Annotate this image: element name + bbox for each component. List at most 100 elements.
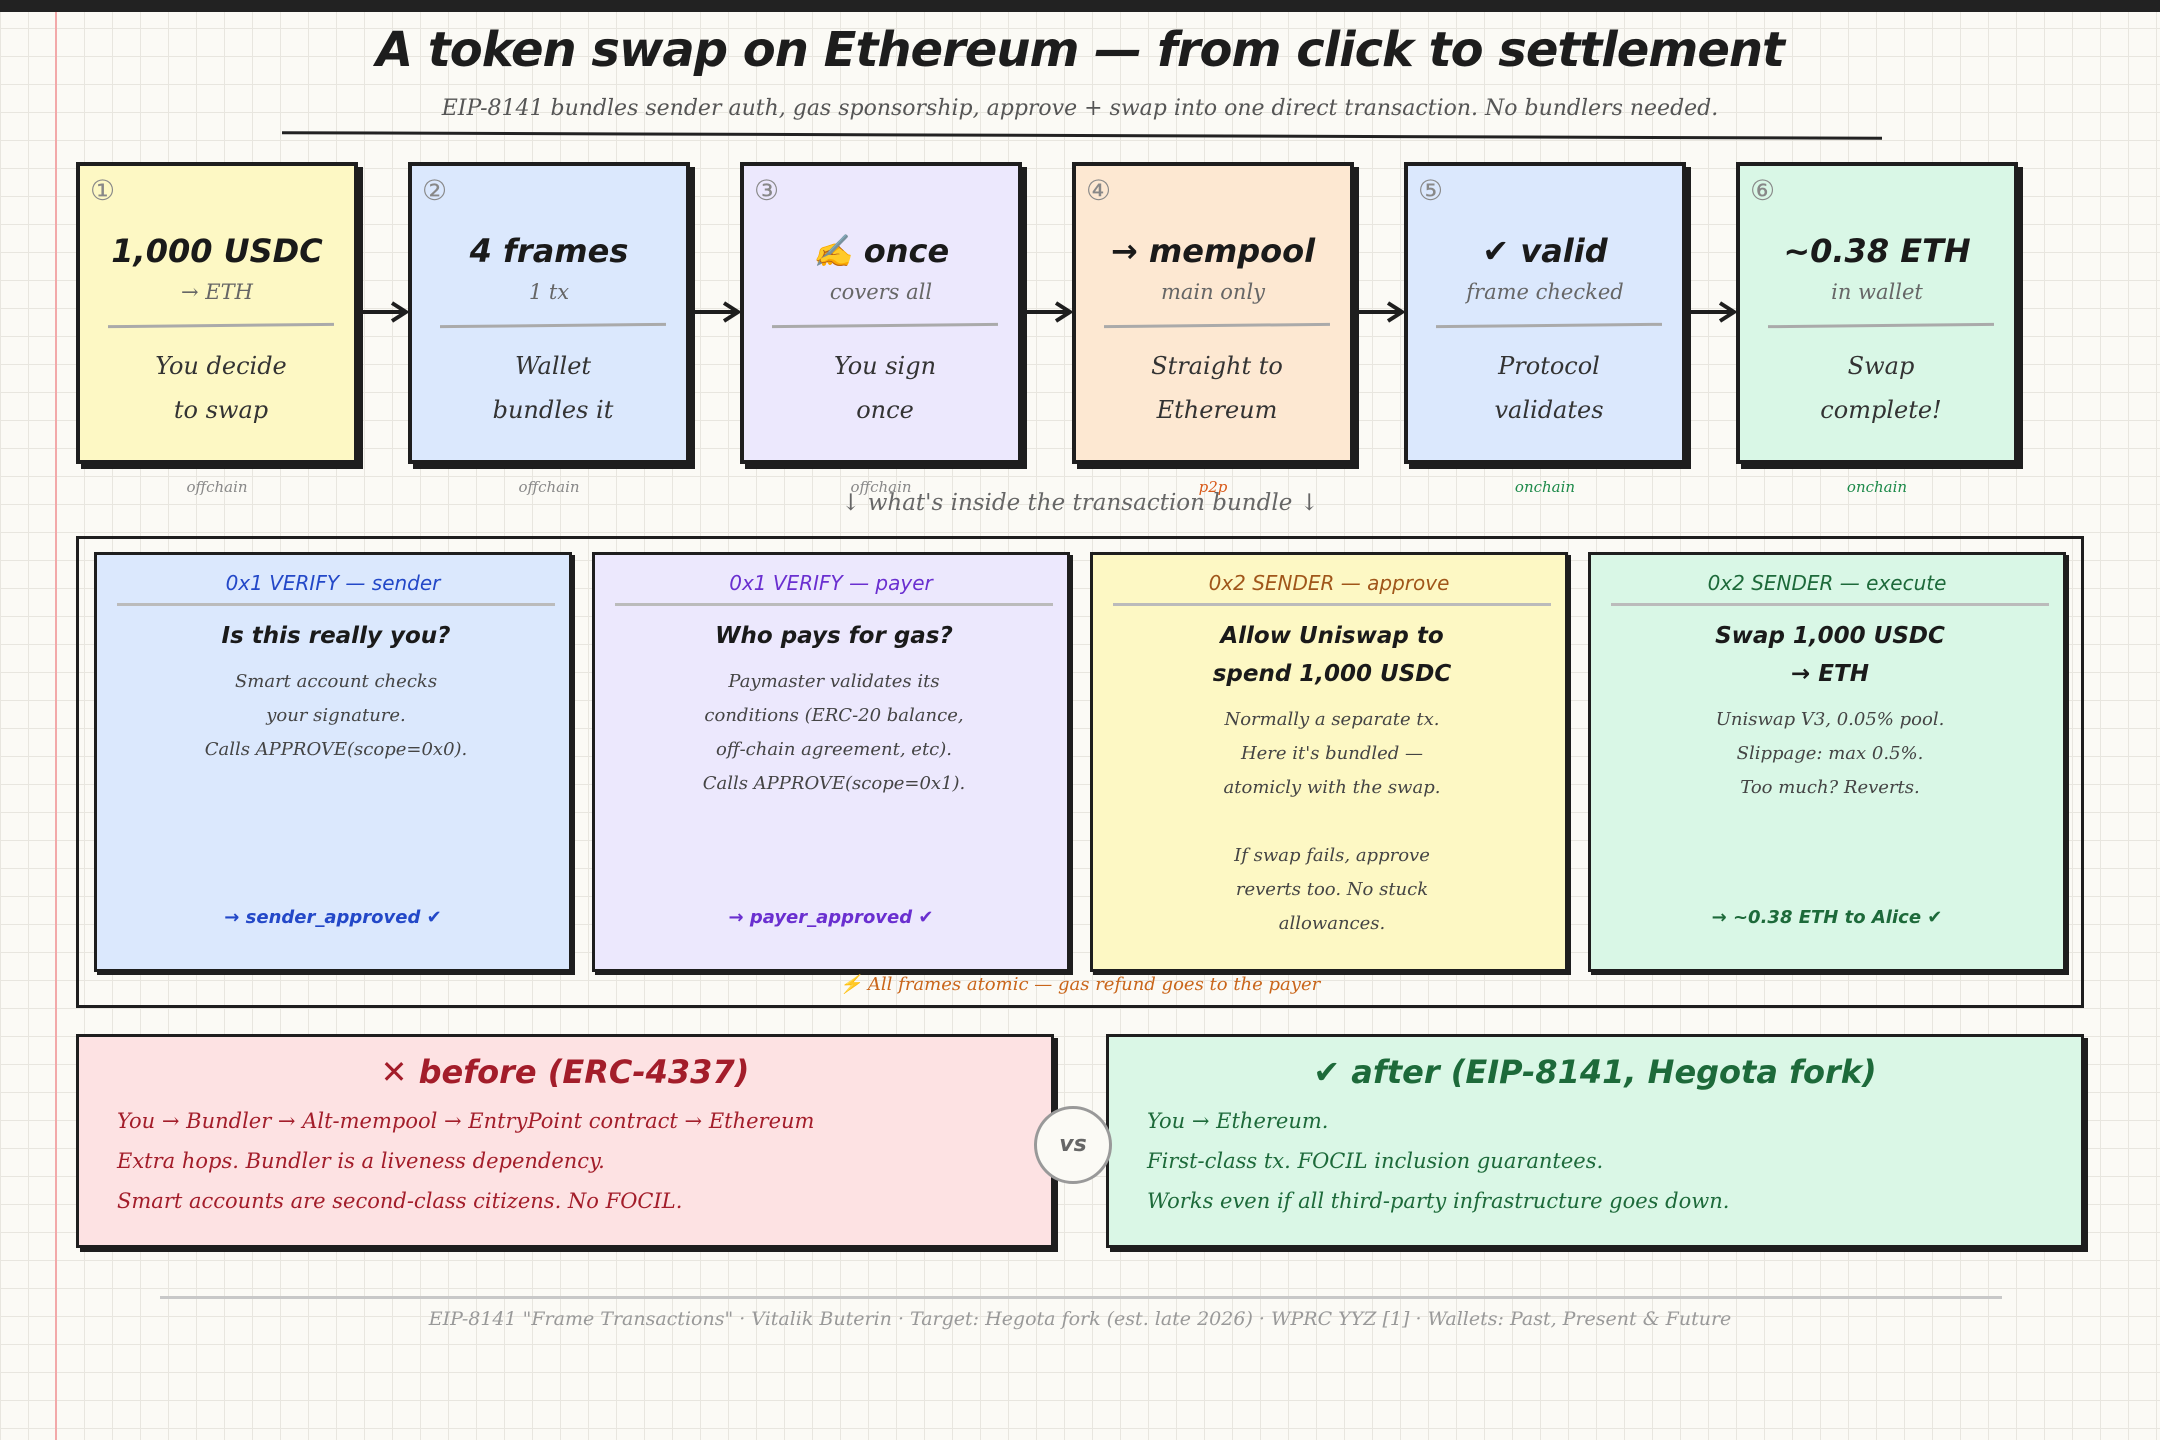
- step-card-2: ② 4 frames 1 tx Wallet bundles it: [408, 162, 690, 464]
- step-description-line: You sign: [833, 352, 937, 380]
- step-caption: main only: [1160, 280, 1266, 304]
- after-lines: You → Ethereum. First-class tx. FOCIL in…: [1147, 1101, 1729, 1221]
- step-description-line: to swap: [173, 396, 269, 424]
- margin-line: [55, 12, 57, 1440]
- frame-question-line: Allow Uniswap to: [1220, 623, 1444, 649]
- frame-body-line: If swap fails, approve: [1234, 845, 1430, 866]
- frame-body-line: Calls APPROVE(scope=0x1).: [702, 773, 966, 794]
- bundle-footnote: ⚡ All frames atomic — gas refund goes to…: [839, 974, 1321, 995]
- step-caption: 1 tx: [528, 280, 570, 304]
- frame-verify-sender: 0x1 VERIFY — sender Is this really you? …: [94, 552, 572, 972]
- step-description-line: Swap: [1847, 352, 1915, 380]
- frame-body-line: your signature.: [266, 705, 406, 726]
- frame-question: Is this really you?: [117, 617, 555, 655]
- frame-question: Swap 1,000 USDC → ETH: [1611, 617, 2049, 693]
- frame-body: Paymaster validates its conditions (ERC-…: [615, 665, 1053, 801]
- frame-body: Smart account checks your signature. Cal…: [117, 665, 555, 767]
- step-description-line: Protocol: [1498, 352, 1600, 380]
- frame-verify-payer: 0x1 VERIFY — payer Who pays for gas? Pay…: [592, 552, 1070, 972]
- frame-question-line: Is this really you?: [221, 623, 451, 649]
- step-tag: onchain: [1514, 478, 1576, 496]
- step-description: Wallet bundles it: [432, 344, 674, 432]
- after-title: ✔ after (EIP-8141, Hegota fork): [1313, 1053, 1877, 1091]
- frame-sender-execute: 0x2 SENDER — execute Swap 1,000 USDC → E…: [1588, 552, 2066, 972]
- step-description-line: Straight to: [1151, 352, 1283, 380]
- frame-body-line: Slippage: max 0.5%.: [1736, 743, 1924, 764]
- frame-heading: 0x2 SENDER — approve: [1208, 571, 1450, 595]
- step-description: Straight to Ethereum: [1096, 344, 1338, 432]
- step-divider: [1767, 322, 1995, 329]
- step-caption: → ETH: [181, 280, 253, 304]
- frame-divider: [1113, 603, 1551, 606]
- frame-question-line: → ETH: [1791, 661, 1869, 687]
- step-description: Swap complete!: [1760, 344, 2002, 432]
- step-description: Protocol validates: [1428, 344, 1670, 432]
- step-number: ①: [90, 174, 116, 207]
- step-description-line: Ethereum: [1156, 396, 1278, 424]
- step-divider: [439, 322, 667, 329]
- frame-body-line: reverts too. No stuck: [1235, 879, 1429, 900]
- frame-body-line: off-chain agreement, etc).: [715, 739, 952, 760]
- step-card-1: ① 1,000 USDC → ETH You decide to swap: [76, 162, 358, 464]
- page-title: A token swap on Ethereum — from click to…: [375, 22, 1785, 78]
- before-line: Smart accounts are second-class citizens…: [117, 1189, 683, 1213]
- before-line: You → Bundler → Alt-mempool → EntryPoint…: [117, 1109, 815, 1133]
- step-headline: → mempool: [1110, 232, 1316, 270]
- frame-sender-approve: 0x2 SENDER — approve Allow Uniswap to sp…: [1090, 552, 1568, 972]
- frame-body-line: [1113, 805, 1551, 839]
- step-headline: ~0.38 ETH: [1783, 232, 1971, 270]
- before-panel: ✕ before (ERC-4337) You → Bundler → Alt-…: [76, 1034, 1054, 1248]
- step-headline: 1,000 USDC: [111, 232, 323, 270]
- frame-divider: [615, 603, 1053, 606]
- step-divider: [771, 322, 999, 329]
- step-description-line: complete!: [1820, 396, 1942, 424]
- transaction-bundle: [76, 536, 2084, 1008]
- frame-body-line: Calls APPROVE(scope=0x0).: [204, 739, 468, 760]
- step-caption: frame checked: [1466, 280, 1624, 304]
- frame-question-line: spend 1,000 USDC: [1212, 661, 1452, 687]
- frame-question: Who pays for gas?: [615, 617, 1053, 655]
- step-headline: ✔ valid: [1482, 232, 1608, 270]
- footer-divider: [160, 1296, 2002, 1299]
- frame-body-line: Smart account checks: [234, 671, 438, 692]
- step-tag: onchain: [1846, 478, 1908, 496]
- frame-heading: 0x2 SENDER — execute: [1707, 571, 1947, 595]
- step-description-line: bundles it: [492, 396, 614, 424]
- step-number: ⑤: [1418, 174, 1444, 207]
- step-number: ②: [422, 174, 448, 207]
- before-line: Extra hops. Bundler is a liveness depend…: [117, 1149, 605, 1173]
- frame-body-line: atomicly with the swap.: [1223, 777, 1441, 798]
- arrow-right-icon: [1024, 301, 1074, 323]
- arrow-right-icon: [1688, 301, 1738, 323]
- step-divider: [1435, 322, 1663, 329]
- frame-body-line: Paymaster validates its: [728, 671, 940, 692]
- step-number: ④: [1086, 174, 1112, 207]
- step-tag: offchain: [850, 478, 912, 496]
- step-divider: [1103, 322, 1331, 329]
- step-description: You decide to swap: [100, 344, 342, 432]
- frame-divider: [117, 603, 555, 606]
- frame-body-line: Uniswap V3, 0.05% pool.: [1715, 709, 1945, 730]
- bundle-label: ↓ what's inside the transaction bundle ↓: [841, 490, 1319, 516]
- step-description: You sign once: [764, 344, 1006, 432]
- after-line: Works even if all third-party infrastruc…: [1147, 1189, 1730, 1213]
- arrow-right-icon: [1356, 301, 1406, 323]
- step-headline: ✍️ once: [812, 232, 950, 270]
- step-divider: [107, 322, 335, 329]
- footer-credits: EIP-8141 "Frame Transactions" · Vitalik …: [428, 1308, 1732, 1330]
- step-tag: offchain: [186, 478, 248, 496]
- before-lines: You → Bundler → Alt-mempool → EntryPoint…: [117, 1101, 814, 1221]
- before-title: ✕ before (ERC-4337): [380, 1053, 750, 1091]
- frame-question-line: Who pays for gas?: [715, 623, 953, 649]
- frame-result: → sender_approved ✔: [224, 907, 442, 928]
- step-description-line: once: [856, 396, 914, 424]
- step-caption: in wallet: [1831, 280, 1923, 304]
- title-underline: [281, 131, 1883, 146]
- after-line: You → Ethereum.: [1147, 1109, 1329, 1133]
- step-headline: 4 frames: [469, 232, 629, 270]
- arrow-right-icon: [360, 301, 410, 323]
- step-tag: offchain: [518, 478, 580, 496]
- frame-body-line: Too much? Reverts.: [1740, 777, 1920, 798]
- step-number: ③: [754, 174, 780, 207]
- frame-body-line: allowances.: [1278, 913, 1386, 934]
